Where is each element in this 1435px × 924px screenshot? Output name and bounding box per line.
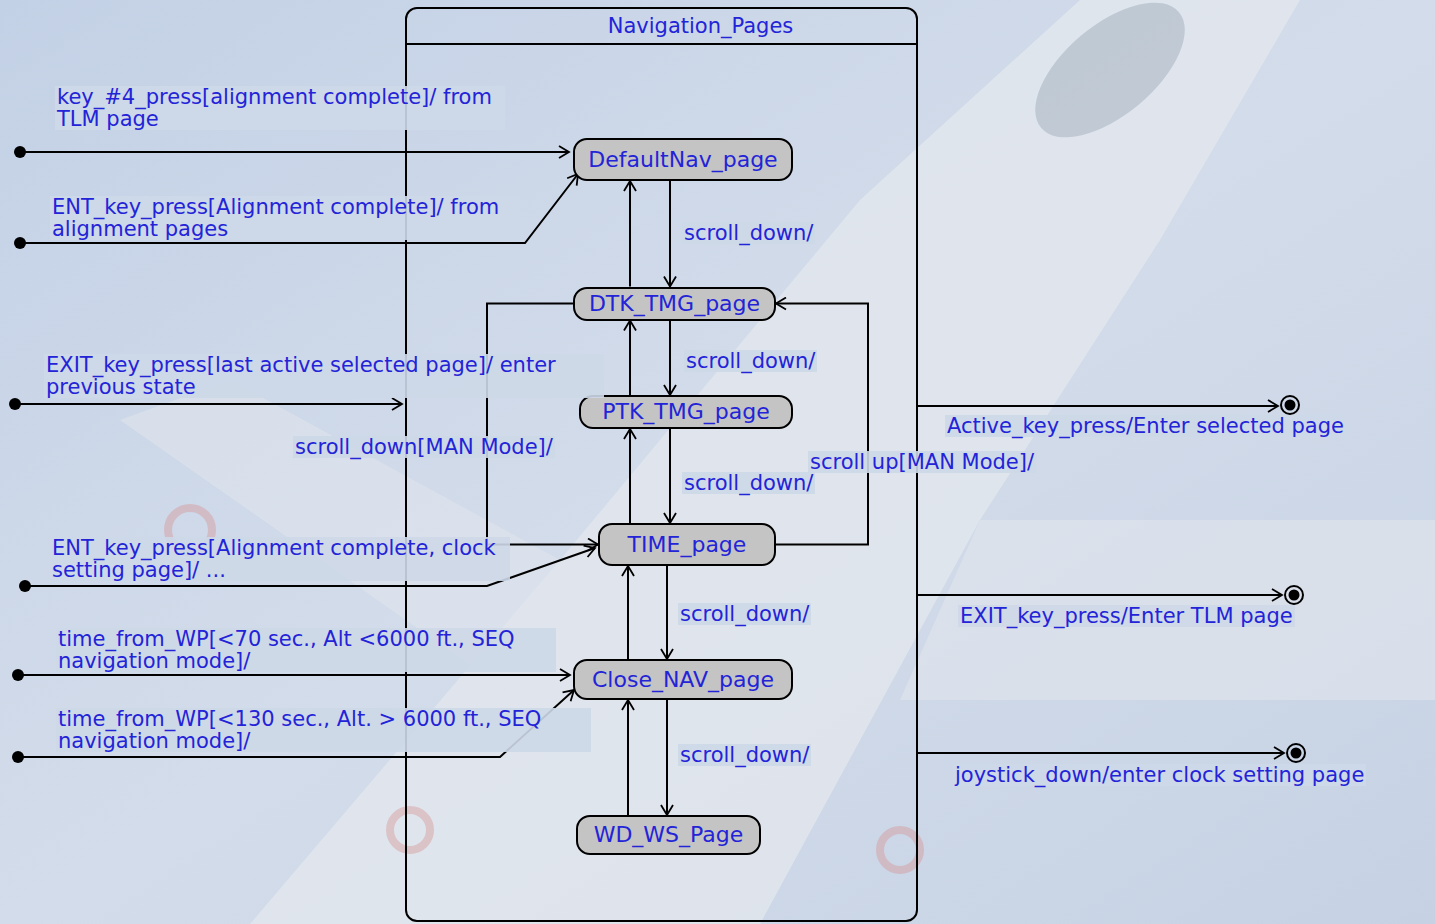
roundel [168,508,212,552]
state-title: Navigation_Pages [407,9,916,45]
transition-arrow [627,700,629,815]
final-state [1281,396,1305,762]
jet-canopy [1012,0,1208,162]
transition-arrow [666,700,668,815]
transition-line [15,152,1284,757]
state-box: PTK_TMG_page [579,395,793,429]
roundel [880,830,920,870]
transition-arrow [629,181,631,287]
transition-arrow [666,566,668,659]
transition-arrow [776,304,868,545]
roundel [390,810,430,850]
transition-label: scroll_down/ [678,603,811,625]
initial-dot [9,146,31,763]
transition-label: time_from_WP[<130 sec., Alt. > 6000 ft.,… [56,708,591,752]
jet-fuselage [250,0,1300,924]
transition-label: EXIT_key_press/Enter TLM page [958,605,1295,627]
state-box: TIME_page [598,523,776,566]
transition-label: time_from_WP[<70 sec., Alt <6000 ft., SE… [56,628,556,672]
transition-label: EXIT_key_press[last active selected page… [44,354,604,398]
transition-label: Active_key_press/Enter selected page [945,415,1346,437]
transition-arrow [669,181,671,287]
state-box: WD_WS_Page [576,815,761,855]
transition-label: scroll_down[MAN Mode]/ [293,436,555,458]
state-name: DTK_TMG_page [589,291,760,317]
state-box: DTK_TMG_page [573,287,776,321]
jet-wing [120,380,560,700]
transition-arrow [669,429,671,523]
transition-label: scroll up[MAN Mode]/ [808,451,1036,473]
state-name: DefaultNav_page [588,147,777,173]
state-name: TIME_page [628,532,747,558]
transition-label: scroll_down/ [682,222,815,244]
transition-arrow [627,566,629,659]
transition-label: ENT_key_press[Alignment complete, clock … [50,537,510,581]
transition-label: scroll_down/ [678,744,811,766]
transition-label: scroll_down/ [684,350,817,372]
state-name: PTK_TMG_page [602,399,770,425]
jet-wing [900,520,1435,700]
transition-label: scroll_down/ [682,472,815,494]
transition-arrow [629,321,631,396]
state-box: Close_NAV_page [573,659,793,700]
transition-arrow [669,321,671,396]
transition-label: key_#4_press[alignment complete]/ from T… [55,86,505,130]
transition-label: ENT_key_press[Alignment complete]/ from … [50,196,520,240]
composite-state: Navigation_PagesDefaultNav_pageDTK_TMG_p… [405,7,918,922]
transition-arrow [629,429,631,523]
state-name: WD_WS_Page [594,822,744,848]
state-name: Close_NAV_page [592,667,774,693]
state-box: DefaultNav_page [573,138,793,181]
transition-label: joystick_down/enter clock setting page [953,764,1366,786]
